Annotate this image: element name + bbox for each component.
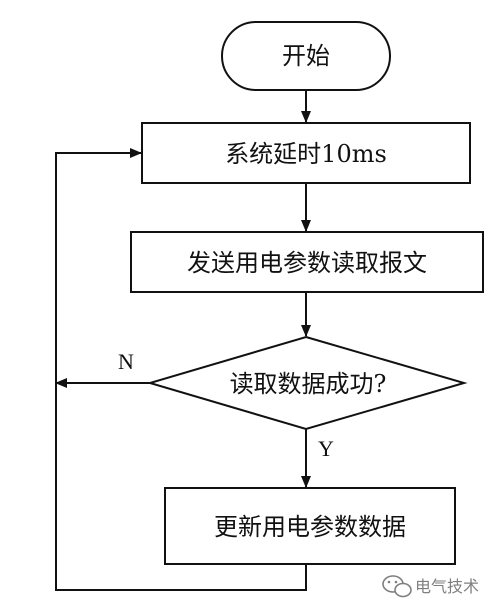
start-label: 开始 <box>282 42 330 70</box>
delay-node: 系统延时10ms <box>141 122 471 184</box>
delay-label: 系统延时10ms <box>225 140 387 168</box>
watermark: 电气技术 <box>382 575 479 598</box>
edge-loop-back <box>55 148 307 591</box>
start-node: 开始 <box>221 21 391 91</box>
decision-node: 读取数据成功? <box>146 335 468 431</box>
update-label: 更新用电参数数据 <box>214 513 406 541</box>
edge-label-yes: Y <box>318 436 334 461</box>
send-node: 发送用电参数读取报文 <box>130 231 484 293</box>
update-shape <box>164 487 456 565</box>
send-label: 发送用电参数读取报文 <box>187 249 427 277</box>
edge-label-no: N <box>118 349 134 374</box>
update-node: 更新用电参数数据 <box>164 487 456 565</box>
wechat-icon <box>382 575 412 598</box>
watermark-text: 电气技术 <box>415 577 479 596</box>
delay-shape <box>141 122 471 184</box>
decision-label: 读取数据成功? <box>230 370 387 398</box>
